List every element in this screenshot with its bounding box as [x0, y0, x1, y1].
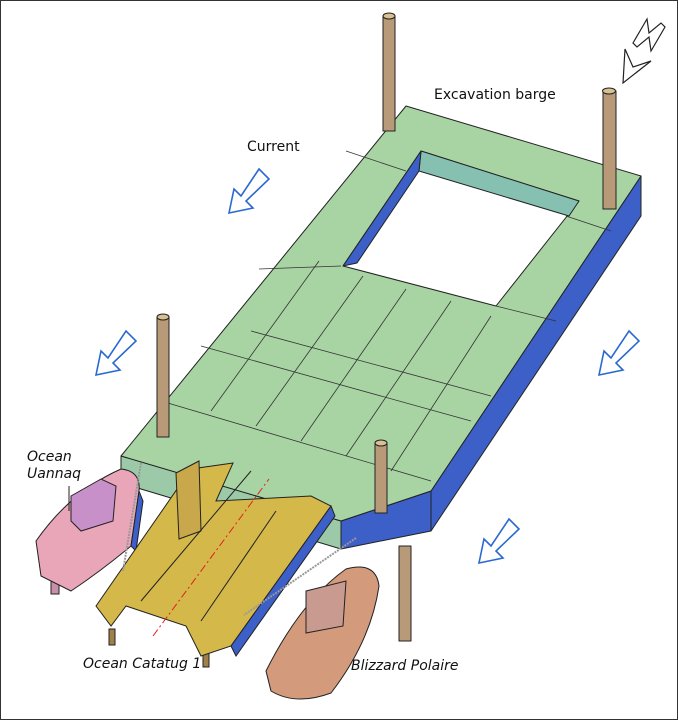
pole-back — [382, 12, 396, 132]
pole-underwater — [398, 545, 412, 642]
label-ocean-uannaq-line1: Ocean — [27, 449, 72, 465]
tug-ocean-uannaq — [35, 468, 144, 595]
mooring-lines — [122, 462, 357, 616]
moon-pool-inner-wall-left — [342, 150, 422, 267]
pole-front — [374, 439, 388, 514]
label-blizzard-polaire: Blizzard Polaire — [351, 658, 459, 674]
label-excavation-barge: Excavation barge — [434, 87, 556, 103]
tug-blizzard-polaire — [265, 566, 380, 700]
pole-right — [602, 87, 617, 210]
current-arrow-icon — [227, 167, 271, 215]
label-ocean-uannaq-line2: Uannaq — [27, 466, 82, 482]
catamaran-ocean-catatug — [95, 460, 336, 668]
current-arrow-icon — [477, 517, 521, 565]
current-arrow-icon — [94, 329, 138, 377]
current-arrow-icon — [597, 329, 641, 377]
deck-panel-lines — [160, 150, 612, 482]
pole-left — [156, 313, 170, 438]
label-ocean-uannaq: Ocean Uannaq — [27, 449, 81, 483]
label-current: Current — [247, 139, 300, 155]
north-arrow-icon — [622, 17, 666, 85]
label-ocean-catatug: Ocean Catatug 1 — [83, 656, 202, 672]
